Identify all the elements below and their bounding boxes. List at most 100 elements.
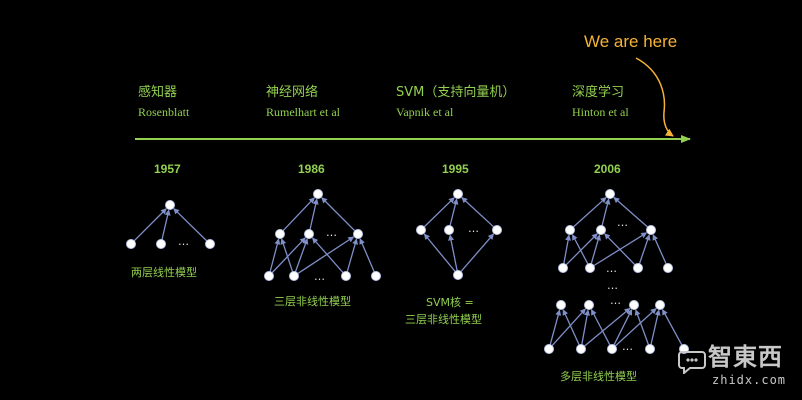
deep-upper-edge <box>565 233 598 266</box>
deep-lower-ellipsis: … <box>610 294 621 307</box>
neural-net-node <box>304 229 314 239</box>
svm-node <box>416 225 426 235</box>
perceptron-edge <box>173 208 208 242</box>
neural-net-ellipsis: … <box>314 270 325 283</box>
neural-net-edge <box>321 197 356 232</box>
neural-net-node <box>264 271 274 281</box>
neural-net-edge <box>271 237 306 274</box>
svm-edge <box>460 233 495 273</box>
deep-lower-node <box>584 300 594 310</box>
caption-multi-layer-nonlinear: 多层非线性模型 <box>560 370 637 383</box>
era-name-svm: SVM（支持向量机） <box>396 85 516 100</box>
year-1986: 1986 <box>298 162 325 176</box>
era-author-vapnik: Vapnik et al <box>396 105 454 119</box>
neural-net-edge <box>297 236 355 275</box>
era-name-deep-learning: 深度学习 <box>572 85 625 100</box>
deep-upper-edge <box>601 198 611 226</box>
neural-net-edge <box>309 198 319 230</box>
era-name-neural-network: 神经网络 <box>266 85 319 100</box>
deep-upper-edge <box>604 233 636 266</box>
deep-lower-node <box>645 344 655 354</box>
caption-two-layer-linear: 两层线性模型 <box>131 266 197 279</box>
deep-lower-ellipsis: … <box>622 340 633 353</box>
era-name-perceptron: 感知器 <box>138 85 178 100</box>
deep-upper-edge <box>571 233 589 265</box>
we-are-here-label: We are here <box>584 32 678 51</box>
perceptron-node <box>205 239 215 249</box>
svm-edge <box>461 197 495 228</box>
era-author-rosenblatt: Rosenblatt <box>138 105 190 119</box>
we-are-here-arrow <box>635 57 674 137</box>
deep-lower-edge <box>614 308 657 347</box>
network-diagrams: ……………………… <box>126 189 689 354</box>
neural-net-node <box>313 189 323 199</box>
perceptron-edge <box>161 209 171 240</box>
chat-bubble-logo-icon <box>678 351 706 374</box>
svm-node <box>453 189 463 199</box>
deep-lower-edge <box>650 309 661 345</box>
svm-node <box>444 225 454 235</box>
deep-upper-ellipsis: … <box>607 279 618 292</box>
year-1995: 1995 <box>442 162 469 176</box>
svm-node <box>492 225 502 235</box>
deep-lower-node <box>544 344 554 354</box>
deep-lower-node <box>556 300 566 310</box>
deep-upper-ellipsis: … <box>606 262 617 275</box>
deep-lower-edge <box>584 307 631 347</box>
neural-net-edge <box>280 238 294 272</box>
deep-lower-edge <box>662 308 683 346</box>
deep-lower-edge <box>551 308 586 347</box>
watermark-brand-name: 智東西 <box>708 343 783 371</box>
neural-net-edge <box>346 238 359 272</box>
perceptron-node <box>156 239 166 249</box>
year-1957: 1957 <box>154 162 181 176</box>
deep-upper-node <box>585 263 595 273</box>
neural-net-edge <box>282 197 315 232</box>
deep-upper-node <box>565 225 575 235</box>
svm-ellipsis: … <box>468 222 479 235</box>
deep-upper-node <box>663 263 673 273</box>
deep-upper-edge <box>572 197 607 228</box>
deep-upper-edge <box>652 234 667 265</box>
svm-edge <box>423 197 455 228</box>
watermark-url: zhidx.com <box>712 373 787 387</box>
neural-net-node <box>353 229 363 239</box>
deep-upper-node <box>558 263 568 273</box>
era-author-rumelhart: Rumelhart et al <box>266 105 340 119</box>
caption-three-layer-nonlinear: 三层非线性模型 <box>274 295 351 308</box>
era-author-hinton: Hinton et al <box>572 105 629 119</box>
deep-lower-node <box>629 300 639 310</box>
deep-lower-node <box>576 344 586 354</box>
svm-edge <box>423 233 456 272</box>
deep-upper-edge <box>563 234 572 264</box>
deep-lower-edge <box>613 309 633 346</box>
neural-net-node <box>289 271 299 281</box>
deep-upper-edge <box>613 196 649 228</box>
deep-upper-node <box>596 225 606 235</box>
deep-lower-node <box>607 344 617 354</box>
deep-upper-ellipsis: … <box>617 216 628 229</box>
neural-net-edge <box>359 238 375 273</box>
caption-svm-kernel: SVM核 = <box>426 296 474 309</box>
neural-net-edge <box>269 238 281 272</box>
neural-net-node <box>341 271 351 281</box>
neural-net-node <box>275 229 285 239</box>
deep-upper-edge <box>590 234 601 264</box>
perceptron-node <box>165 200 175 210</box>
perceptron-node <box>126 239 136 249</box>
caption-svm-three-layer: 三层非线性模型 <box>405 313 482 326</box>
svm-node <box>453 270 463 280</box>
perceptron-ellipsis: … <box>178 235 189 248</box>
deep-lower-node <box>655 300 665 310</box>
neural-net-node <box>371 271 381 281</box>
deep-lower-edge <box>549 309 562 345</box>
year-2006: 2006 <box>594 162 621 176</box>
deep-upper-node <box>633 263 643 273</box>
svm-edge <box>448 234 458 271</box>
neural-net-edge <box>294 238 309 272</box>
deep-lower-edge <box>634 309 650 345</box>
deep-lower-edge <box>581 309 591 345</box>
deep-upper-edge <box>638 234 651 264</box>
